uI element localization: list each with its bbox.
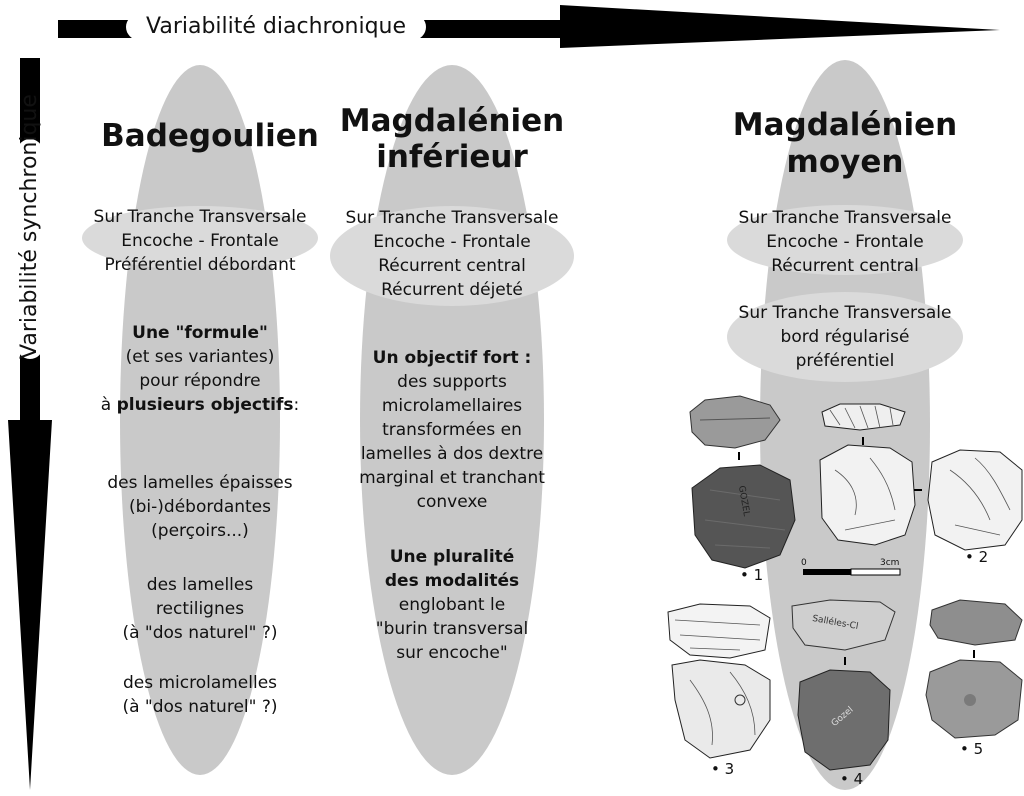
product-line: rectilignes xyxy=(80,598,320,621)
artefact-number-5: • 5 xyxy=(960,740,983,758)
horizontal-axis-label: Variabilité diachronique xyxy=(126,14,426,40)
product-line: des lamelles épaisses xyxy=(80,472,320,495)
plurality-heading: des modalités xyxy=(332,570,572,593)
method-line: Récurrent déjeté xyxy=(332,279,572,302)
scale-end-label: 3cm xyxy=(880,558,899,568)
artefact-number-1: • 1 xyxy=(740,566,763,584)
artefact-number-4: • 4 xyxy=(840,770,863,788)
badegoulien-title: Badegoulien xyxy=(100,118,320,154)
artefact-5-drawing xyxy=(926,600,1022,738)
plurality-line: englobant le xyxy=(332,594,572,617)
method-line: Encoche - Frontale xyxy=(725,231,965,254)
artefact-number-2: • 2 xyxy=(965,548,988,566)
product-line: (bi-)débordantes xyxy=(80,496,320,519)
objective-bold: plusieurs objectifs xyxy=(117,395,294,415)
method-line: préférentiel xyxy=(725,350,965,373)
method-line: Sur Tranche Transversale xyxy=(80,206,320,229)
objective-heading: Un objectif fort : xyxy=(332,347,572,370)
magdalenien-moyen-title-line-1: Magdalénien xyxy=(725,107,965,143)
plurality-line: sur encoche" xyxy=(332,642,572,665)
objective-heading: Une "formule" xyxy=(80,322,320,345)
vertical-axis-label: Variabilité synchronique xyxy=(17,139,43,359)
objective-prefix: à xyxy=(101,395,117,415)
product-line: des lamelles xyxy=(80,574,320,597)
objective-line: marginal et tranchant xyxy=(332,467,572,490)
product-line: (à "dos naturel" ?) xyxy=(80,622,320,645)
method-line: Sur Tranche Transversale xyxy=(332,207,572,230)
artefact-number-3: • 3 xyxy=(711,760,734,778)
method-line: Encoche - Frontale xyxy=(80,230,320,253)
objective-line: convexe xyxy=(332,491,572,514)
method-line: Sur Tranche Transversale xyxy=(725,302,965,325)
objective-line: transformées en xyxy=(332,419,572,442)
artefact-3-drawing xyxy=(668,604,770,758)
magdalenien-moyen-title-line-2: moyen xyxy=(725,144,965,180)
objective-line: (et ses variantes) xyxy=(80,346,320,369)
method-line: Encoche - Frontale xyxy=(332,231,572,254)
objective-multiple-line: à plusieurs objectifs: xyxy=(80,394,320,417)
product-line: des microlamelles xyxy=(80,672,320,695)
objective-line: lamelles à dos dextre xyxy=(332,443,572,466)
magdalenien-inferieur-title-line-1: Magdalénien xyxy=(332,103,572,139)
magdalenien-inferieur-title-line-2: inférieur xyxy=(332,139,572,175)
objective-line: microlamellaires xyxy=(332,395,572,418)
product-line: (perçoirs...) xyxy=(80,520,320,543)
artefact-1-drawing xyxy=(690,396,795,568)
objective-line: pour répondre xyxy=(80,370,320,393)
scale-start-label: 0 xyxy=(801,558,807,568)
method-line: Récurrent central xyxy=(332,255,572,278)
scale-bar xyxy=(803,569,900,575)
plurality-line: "burin transversal xyxy=(332,618,572,641)
objective-suffix: : xyxy=(293,395,299,415)
method-line: Préférentiel débordant xyxy=(80,254,320,277)
objective-line: des supports xyxy=(332,371,572,394)
method-line: bord régularisé xyxy=(725,326,965,349)
product-line: (à "dos naturel" ?) xyxy=(80,696,320,719)
method-line: Récurrent central xyxy=(725,255,965,278)
badegoulien-ellipse xyxy=(120,65,280,775)
plurality-heading: Une pluralité xyxy=(332,546,572,569)
method-line: Sur Tranche Transversale xyxy=(725,207,965,230)
